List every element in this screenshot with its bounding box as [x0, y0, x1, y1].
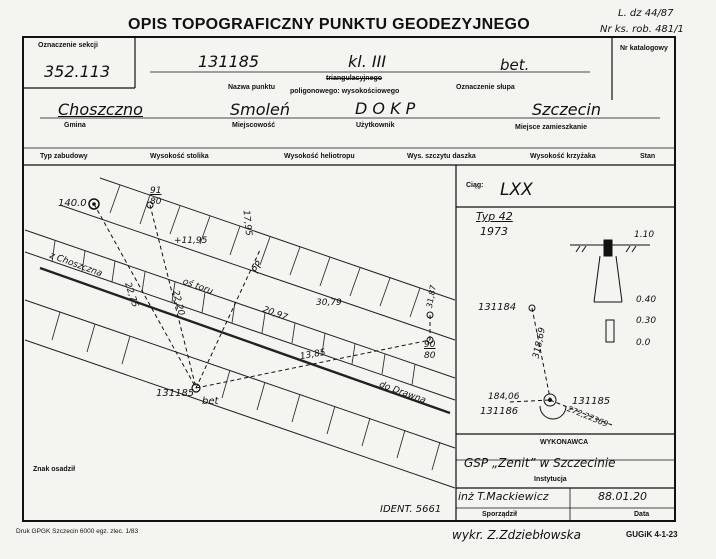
- ident-number: IDENT. 5661: [380, 504, 442, 515]
- mark-type: Typ 42: [476, 210, 513, 223]
- sketch-1195: +11,95: [174, 236, 208, 246]
- sketch-91: 91: [150, 186, 162, 196]
- post-type: bet.: [500, 56, 530, 74]
- drawn-by: wykr. Z.Zdziebłowska: [452, 528, 581, 542]
- prepared-by-label: Sporządził: [482, 511, 518, 518]
- section-value: 352.113: [44, 62, 111, 81]
- traverse-value: LXX: [500, 180, 533, 200]
- sketch-90: 90: [424, 340, 436, 350]
- depth-110: 1.10: [634, 230, 655, 240]
- residence-value: Szczecin: [532, 100, 601, 119]
- height-040: 0.40: [636, 295, 657, 305]
- institution-label: Instytucja: [534, 476, 567, 483]
- row-label-heliotrope-height: Wysokość heliotropu: [284, 153, 355, 160]
- user-value: D O K P: [355, 99, 416, 118]
- sketch-80b: 80: [424, 351, 436, 361]
- row-label-table-height: Wysokość stolika: [150, 153, 209, 160]
- section-label: Oznaczenie sekcji: [38, 42, 98, 49]
- sketch-3079: 30,79: [316, 298, 342, 308]
- row-label-state: Stan: [640, 153, 656, 160]
- date-value: 88.01.20: [598, 490, 647, 503]
- height-00: 0.0: [636, 338, 651, 348]
- document-title: OPIS TOPOGRAFICZNY PUNKTU GEODEZYJNEGO: [128, 16, 530, 33]
- form-code: GUGiK 4-1-23: [626, 530, 678, 539]
- point-131184: 131184: [478, 302, 517, 313]
- registry-number: L. dz 44/87: [618, 8, 674, 19]
- point-class: kl. III: [348, 52, 387, 71]
- installed-by-label: Znak osadził: [33, 466, 76, 473]
- sketch-point-type: bet: [202, 396, 219, 407]
- user-label: Użytkownik: [356, 122, 395, 129]
- locality-label: Miejscowość: [232, 122, 276, 129]
- catalog-label: Nr katalogowy: [620, 45, 668, 52]
- point-131185: 131185: [572, 396, 611, 407]
- row-label-roof-height: Wys. szczytu daszka: [407, 153, 476, 160]
- contractor-label: WYKONAWCA: [540, 439, 589, 446]
- commune-value: Choszczno: [58, 100, 143, 119]
- locality-value: Smoleń: [230, 100, 290, 119]
- point-131186: 131186: [480, 406, 519, 417]
- date-label: Data: [634, 511, 650, 518]
- form-frame: [22, 36, 676, 522]
- post-label: Oznaczenie słupa: [456, 84, 515, 91]
- polygon-label: poligonowego: wysokościowego: [290, 88, 400, 95]
- row-label-cross-height: Wysokość krzyżaka: [530, 153, 596, 160]
- work-book-number: Nr ks. rob. 481/1: [600, 24, 684, 35]
- contractor-value: GSP „Zenit” w Szczecinie: [464, 456, 616, 470]
- prepared-by-value: inż T.Mackiewicz: [458, 490, 549, 503]
- point-name-label: Nazwa punktu: [228, 84, 276, 91]
- mark-year: 1973: [480, 225, 508, 238]
- residence-label: Miejsce zamieszkanie: [515, 124, 587, 131]
- traverse-label: Ciąg:: [466, 182, 484, 189]
- point-number: 131185: [198, 52, 260, 71]
- distance-18406: 184,06: [488, 392, 520, 402]
- triangulation-label: triangulacyjnego: [326, 75, 383, 82]
- sketch-elev-140: 140.0: [58, 198, 87, 209]
- height-030: 0.30: [636, 316, 657, 326]
- row-label-build-type: Typ zabudowy: [40, 153, 88, 160]
- commune-label: Gmina: [64, 122, 86, 129]
- sketch-point-number: 131185: [156, 388, 195, 399]
- sketch-80: 80: [150, 197, 162, 207]
- print-note: Druk GPGK Szczecin 6000 egz. zlec. 1/83: [16, 528, 139, 535]
